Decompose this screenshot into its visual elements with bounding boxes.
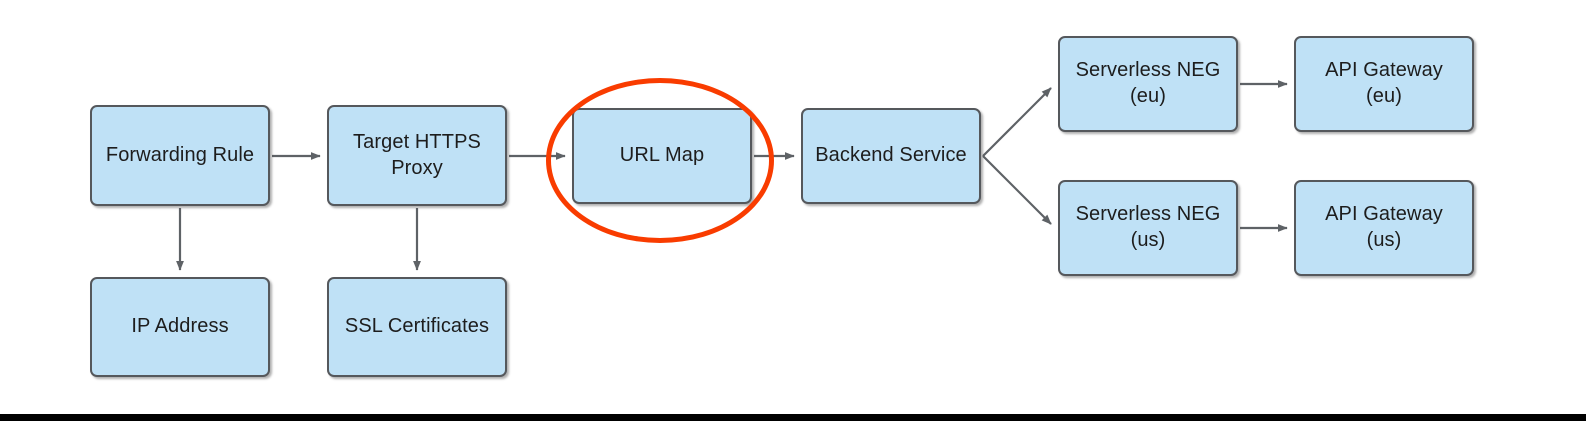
node-label: Backend Service	[815, 144, 967, 167]
node-label: Forwarding Rule	[105, 143, 255, 166]
node-serverless-neg-eu[interactable]: Serverless NEG (eu)	[1058, 36, 1238, 132]
node-serverless-neg-us[interactable]: Serverless NEG (us)	[1058, 180, 1238, 276]
edge-backend-service-to-serverless-neg-eu	[982, 87, 1052, 157]
node-label: URL Map	[619, 144, 705, 167]
node-label: API Gateway (us)	[1325, 203, 1443, 251]
bottom-bar	[0, 414, 1586, 421]
node-label: SSL Certificates	[344, 315, 490, 338]
node-label: IP Address	[131, 315, 229, 338]
node-backend-service[interactable]: Backend Service	[801, 108, 981, 204]
node-url-map[interactable]: URL Map	[572, 108, 752, 204]
edge-backend-service-to-serverless-neg-us	[982, 155, 1052, 225]
node-api-gateway-eu[interactable]: API Gateway (eu)	[1294, 36, 1474, 132]
node-forwarding-rule[interactable]: Forwarding Rule	[90, 105, 270, 206]
node-ip-address[interactable]: IP Address	[90, 277, 270, 377]
node-label: Serverless NEG (eu)	[1075, 59, 1221, 107]
node-label: Serverless NEG (us)	[1075, 203, 1221, 251]
node-label: API Gateway (eu)	[1325, 59, 1443, 107]
node-target-https-proxy[interactable]: Target HTTPS Proxy	[327, 105, 507, 206]
node-label: Target HTTPS Proxy	[353, 130, 481, 179]
node-api-gateway-us[interactable]: API Gateway (us)	[1294, 180, 1474, 276]
node-ssl-certificates[interactable]: SSL Certificates	[327, 277, 507, 377]
